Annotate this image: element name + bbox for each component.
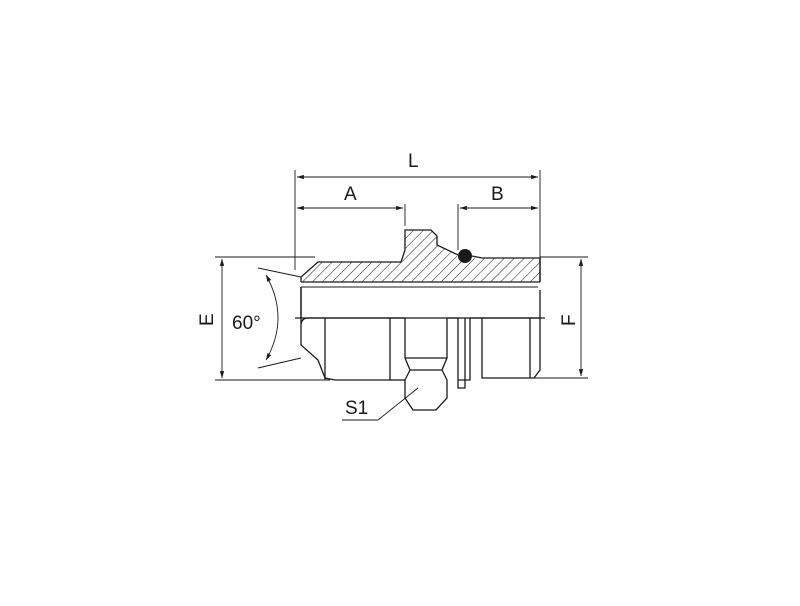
label-F: F [559,314,580,326]
fitting-outline [295,229,545,411]
label-B: B [491,184,504,205]
section-hatching [301,230,540,282]
label-L: L [408,151,419,172]
o-ring-icon [458,249,472,263]
label-S1: S1 [345,398,368,419]
label-angle: 60° [232,313,261,334]
label-A: A [344,184,357,205]
label-E: E [197,313,218,326]
dimension-lines [215,170,588,421]
